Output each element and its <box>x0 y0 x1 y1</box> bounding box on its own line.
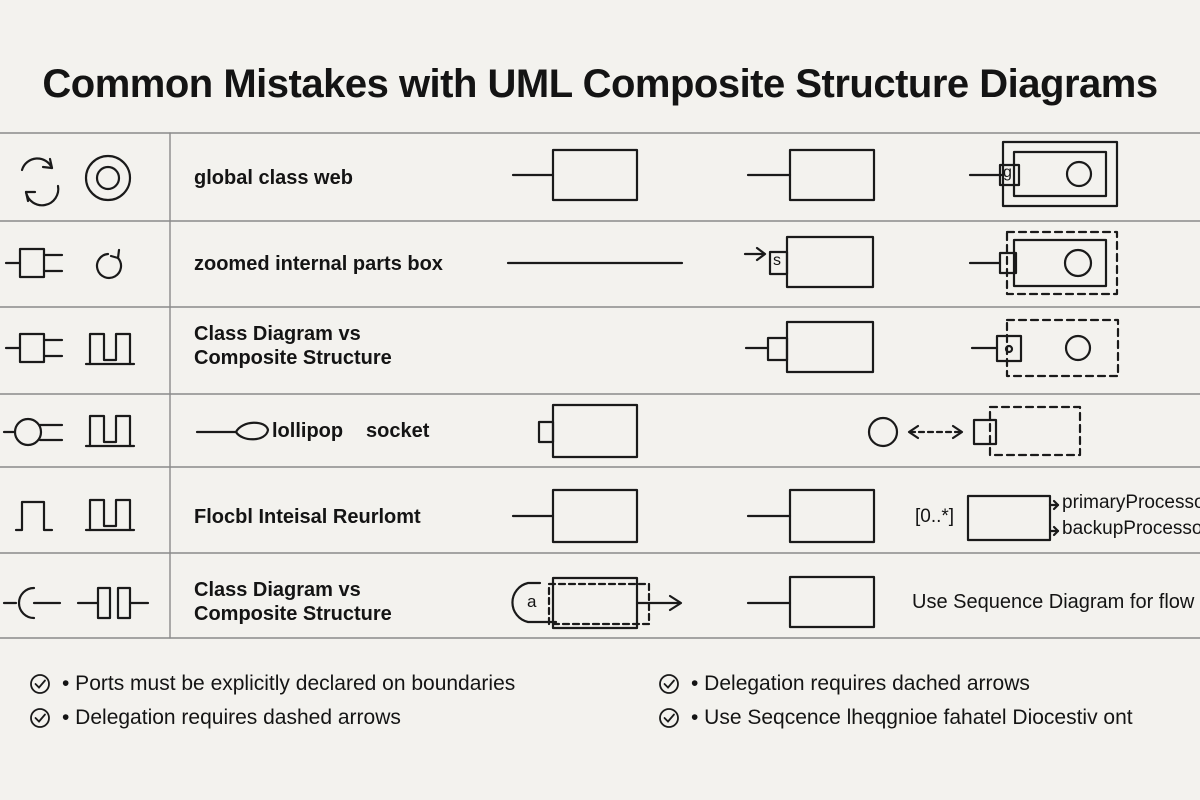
row3-component-c <box>970 318 1120 378</box>
row1-component-b <box>746 148 876 202</box>
socket-bracket-icon <box>84 414 136 448</box>
check-circle-icon <box>659 708 679 728</box>
row5-component-b <box>746 488 876 544</box>
row2-component-b <box>743 235 875 289</box>
multiplicity-label: [0..*] <box>915 506 955 527</box>
row5-component-c <box>966 494 1060 542</box>
row2-component-c <box>968 230 1119 296</box>
circular-arrow-icon <box>95 248 123 280</box>
bullet-list-right: • Delegation requires dached arrows • Us… <box>657 667 1133 735</box>
bullet-item: • Use Seqcence lheqgnioe fahatel Diocest… <box>657 701 1133 735</box>
bullet-text: • Ports must be explicitly declared on b… <box>62 672 516 695</box>
target-circle-icon <box>84 154 132 202</box>
plug-icon <box>4 247 64 279</box>
part-backup-label: backupProcessor <box>1062 518 1200 539</box>
row2-label: zoomed internal parts box <box>194 253 443 275</box>
plug-connector-icon <box>76 586 150 620</box>
bullet-list-left: • Ports must be explicitly declared on b… <box>28 667 515 735</box>
row4-lollipop-label: lollipop <box>272 420 344 442</box>
row6-port-label: a <box>527 592 537 611</box>
plug-ring-icon <box>2 417 64 447</box>
row4-socket-label: socket <box>366 420 430 442</box>
bullet-text: • Use Seqcence lheqgnioe fahatel Diocest… <box>691 706 1133 729</box>
check-circle-icon <box>659 674 679 694</box>
row2-port-label: s <box>773 252 781 269</box>
row1-component-a <box>511 148 639 202</box>
port-bracket-icon <box>14 500 54 532</box>
bullet-item: • Delegation requires dached arrows <box>657 667 1133 701</box>
row1-port-label: g <box>1003 164 1012 181</box>
part-primary-label: primaryProcessor <box>1062 492 1200 513</box>
socket-bracket-icon <box>84 332 136 366</box>
row4-component-c <box>972 405 1082 457</box>
check-circle-icon <box>30 674 50 694</box>
row6-note: Use Sequence Diagram for flow <box>912 591 1195 613</box>
row5-label: Flocbl Inteisal Reurlomt <box>194 506 421 528</box>
bullet-item: • Delegation requires dashed arrows <box>28 701 515 735</box>
row3-component-b <box>744 320 875 374</box>
bullet-item: • Ports must be explicitly declared on b… <box>28 667 515 701</box>
plug-icon <box>4 332 64 364</box>
row6-delegation-a <box>511 576 683 630</box>
row3-label: Class Diagram vs Composite Structure <box>194 323 392 369</box>
socket-bracket-icon <box>84 498 136 532</box>
row4-lollipop-inline <box>195 421 270 441</box>
page-title: Common Mistakes with UML Composite Struc… <box>42 62 1158 106</box>
refresh-arrows-icon <box>20 157 60 207</box>
row1-label: global class web <box>194 167 353 189</box>
row1-component-c <box>968 140 1119 208</box>
row5-component-a <box>511 488 639 544</box>
row6-label: Class Diagram vs Composite Structure <box>194 579 392 625</box>
bullet-text: • Delegation requires dached arrows <box>691 672 1030 695</box>
row4-component-a <box>537 403 639 459</box>
bullet-text: • Delegation requires dashed arrows <box>62 706 401 729</box>
socket-connector-icon <box>2 586 62 620</box>
row-dividers <box>0 132 1200 639</box>
row4-lollipop-socket <box>867 416 964 448</box>
row6-component-b <box>746 575 876 629</box>
check-circle-icon <box>30 708 50 728</box>
